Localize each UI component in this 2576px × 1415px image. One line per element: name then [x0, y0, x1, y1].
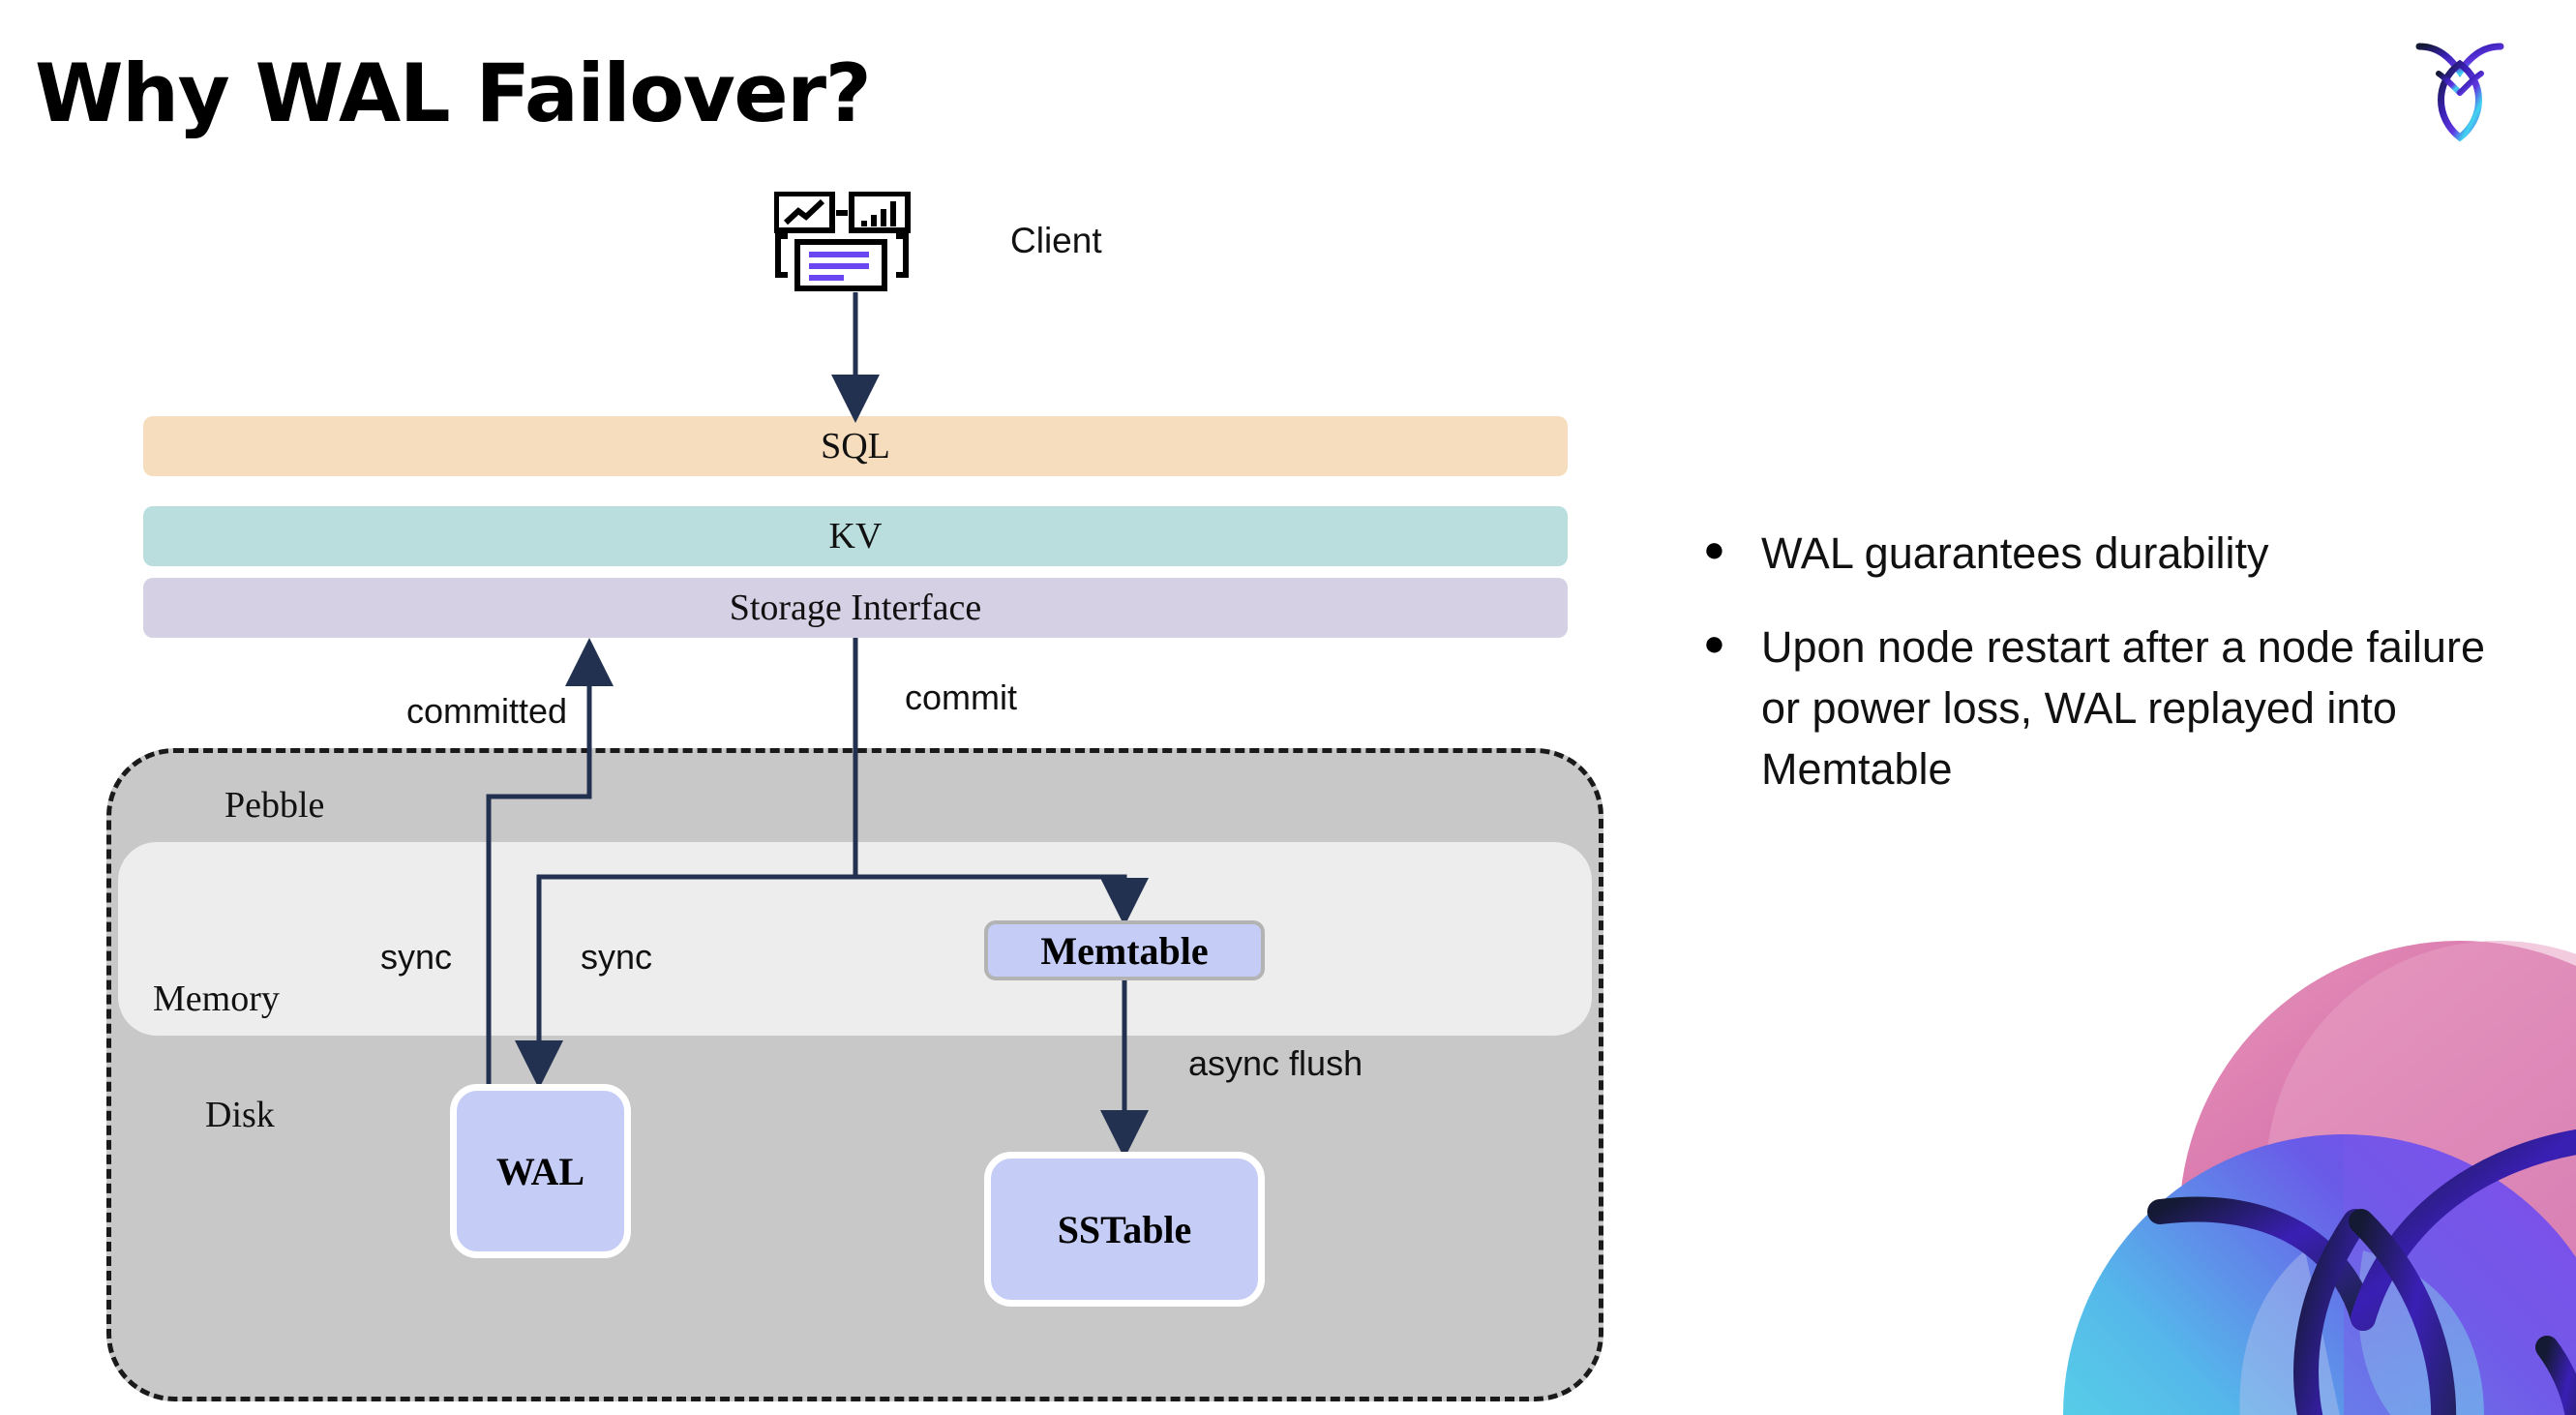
client-dashboard-icon	[773, 191, 933, 292]
bullet-list: ● WAL guarantees durability ● Upon node …	[1703, 523, 2535, 832]
bullet-text: WAL guarantees durability	[1761, 528, 2269, 578]
bullet-text: Upon node restart after a node failure o…	[1761, 622, 2485, 794]
layer-label-sql: SQL	[821, 426, 890, 467]
node-memtable: Memtable	[984, 920, 1265, 980]
layer-bar-sql: SQL	[143, 416, 1568, 476]
list-item: ● WAL guarantees durability	[1703, 523, 2535, 584]
layer-label-storage-interface: Storage Interface	[729, 587, 982, 628]
memory-region	[118, 842, 1592, 1036]
pebble-label: Pebble	[225, 785, 325, 826]
edge-label-committed: committed	[406, 691, 568, 731]
node-sstable: SSTable	[984, 1152, 1265, 1307]
edge-label-sync-right: sync	[581, 937, 653, 977]
bullet-marker: ●	[1703, 529, 1725, 570]
layer-label-kv: KV	[828, 516, 883, 557]
bullet-marker: ●	[1703, 623, 1725, 664]
node-label-memtable: Memtable	[1040, 928, 1209, 973]
list-item: ● Upon node restart after a node failure…	[1703, 617, 2535, 799]
memory-label: Memory	[153, 978, 280, 1019]
node-label-wal: WAL	[495, 1149, 585, 1193]
edge-label-commit: commit	[905, 677, 1017, 717]
layer-bar-storage-interface: Storage Interface	[143, 578, 1568, 638]
disk-label: Disk	[205, 1095, 275, 1135]
layer-bar-kv: KV	[143, 506, 1568, 566]
edge-label-sync-left: sync	[380, 937, 453, 977]
page-title: Why WAL Failover?	[35, 46, 872, 140]
edge-label-async-flush: async flush	[1188, 1043, 1363, 1083]
node-wal: WAL	[450, 1084, 631, 1258]
client-label: Client	[1010, 221, 1102, 260]
decorative-circles-graphic	[1957, 931, 2576, 1415]
cockroach-logo-icon	[2406, 35, 2514, 143]
node-label-sstable: SSTable	[1057, 1207, 1192, 1251]
